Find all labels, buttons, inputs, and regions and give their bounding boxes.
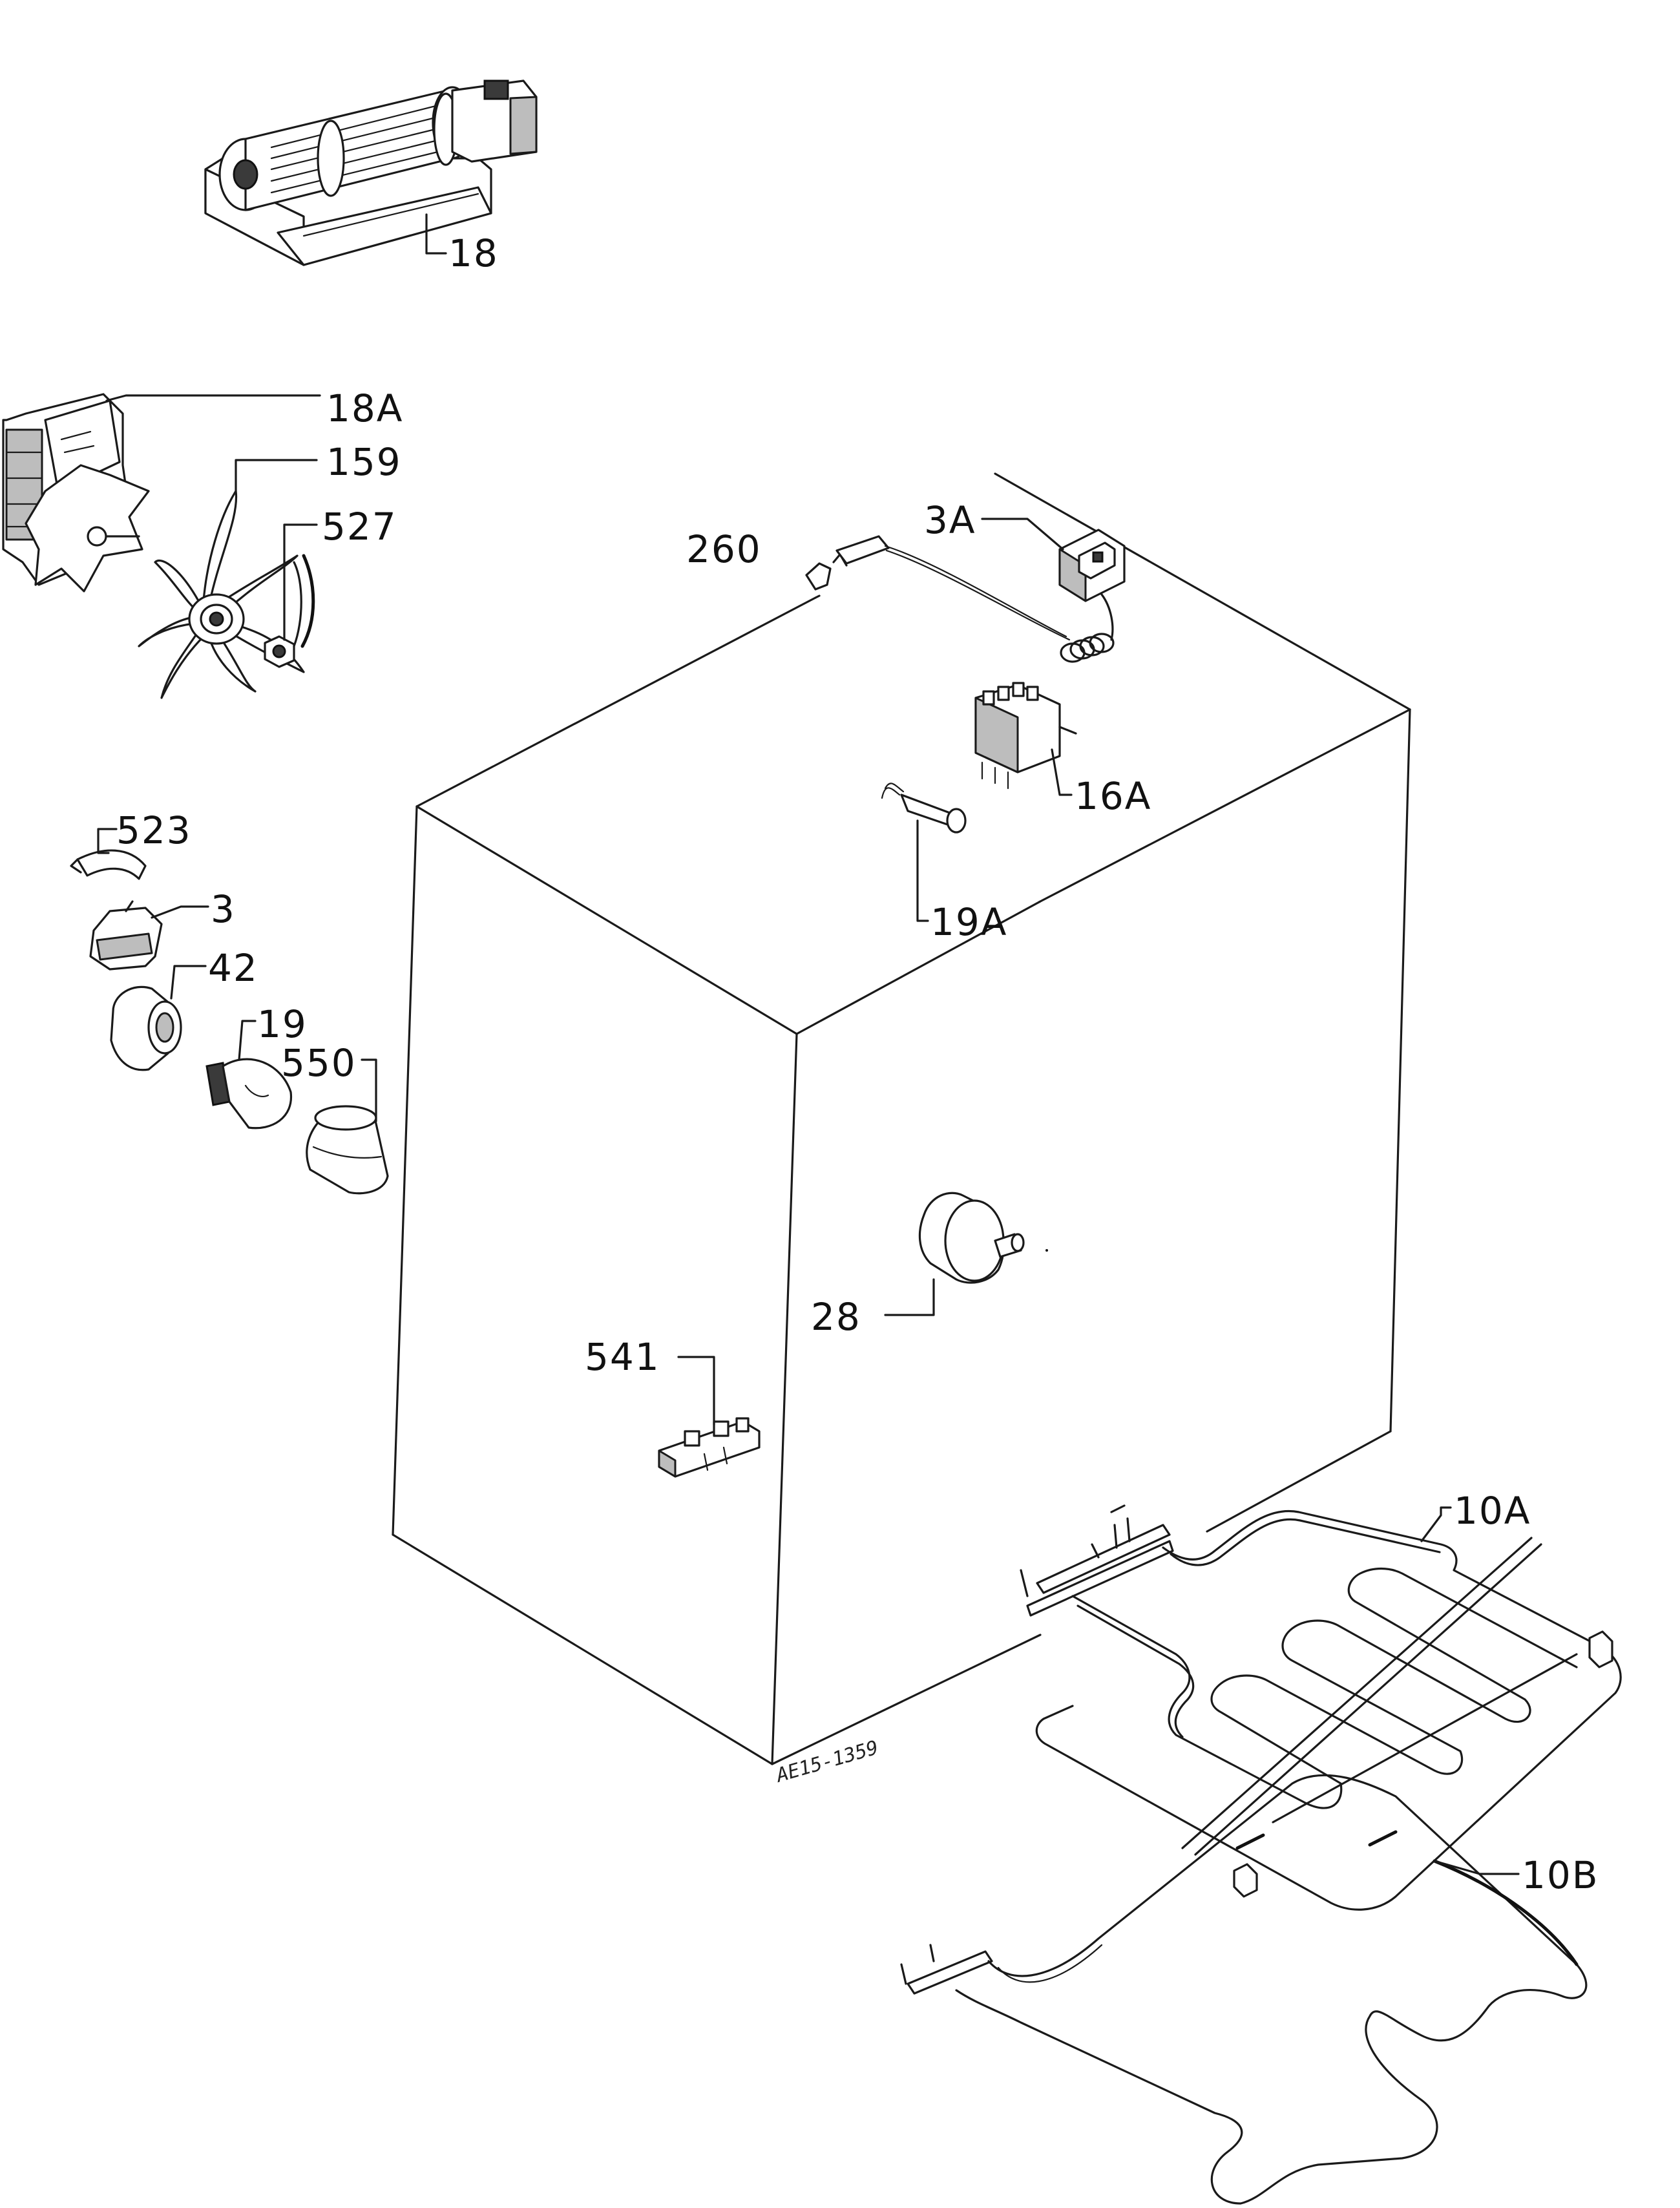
label-10b: 10B [1522, 1853, 1599, 1897]
label-260: 260 [686, 527, 762, 571]
nut-part-527: 527 [264, 505, 397, 668]
probe-part-260: 260 [686, 527, 1115, 663]
lamp-glass-part-550: 550 [281, 1041, 389, 1195]
selector-switch-part-16a: 16A [974, 682, 1151, 818]
label-3: 3 [211, 887, 236, 931]
terminal-block-part-541: 541 [585, 1335, 761, 1478]
label-18a: 18A [326, 386, 403, 430]
clip-part-523: 523 [70, 808, 192, 880]
bulb-part-19: 19 [205, 1002, 308, 1130]
label-3a: 3A [924, 498, 976, 542]
drawing-code: AE15-1359 [773, 1736, 881, 1787]
signal-lamp-part-19a: 19A [881, 783, 1007, 944]
tangential-fan-part-18: 18 [204, 79, 538, 275]
label-159: 159 [326, 440, 402, 484]
thermostat-part-3a: 3A [924, 498, 1126, 602]
label-527: 527 [322, 505, 397, 549]
label-523: 523 [116, 808, 192, 852]
regulator-part-28: 28 [811, 1192, 1048, 1339]
lamp-holder-cap-part-3: 3 [89, 887, 236, 971]
label-10a: 10A [1454, 1489, 1531, 1533]
label-19a: 19A [930, 900, 1007, 944]
label-550: 550 [281, 1041, 357, 1085]
label-28: 28 [811, 1295, 861, 1339]
label-42: 42 [208, 946, 258, 990]
label-19: 19 [257, 1002, 308, 1046]
lamp-socket-part-42: 42 [110, 946, 258, 1071]
heating-element-part-10b: 10B [900, 1774, 1599, 2205]
label-16a: 16A [1075, 774, 1151, 818]
fan-motor-part-18a: 18A [2, 386, 403, 593]
oven-cabinet [392, 472, 1411, 1765]
label-18: 18 [448, 231, 499, 275]
label-541: 541 [585, 1335, 660, 1379]
heating-element-part-10a: 10A [1020, 1489, 1622, 1911]
